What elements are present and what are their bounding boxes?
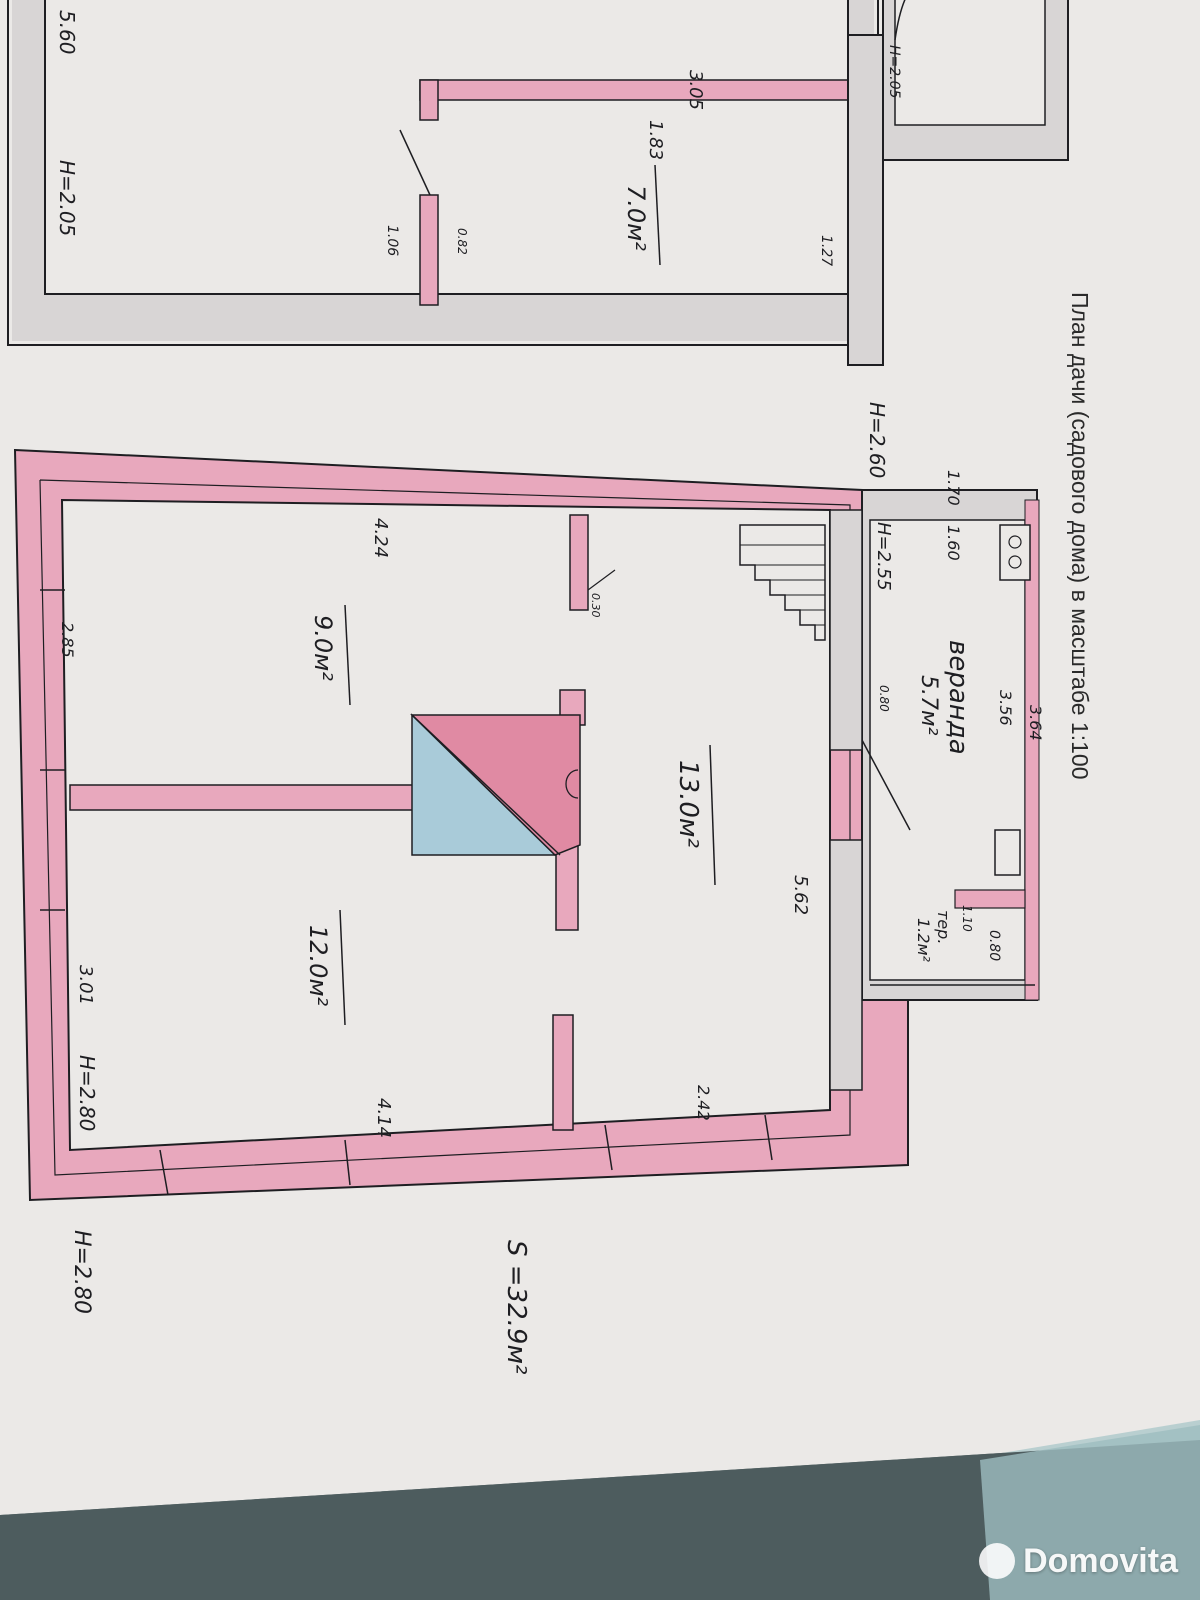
domovita-watermark: Domovita bbox=[979, 1540, 1178, 1582]
annex-partition bbox=[419, 79, 851, 101]
dim-030: 0.30 bbox=[589, 593, 602, 618]
dim-424: 4.24 bbox=[370, 518, 391, 558]
annex-partition-end bbox=[419, 79, 439, 121]
veranda-wall-right bbox=[829, 839, 863, 1091]
dim-356: 3.56 bbox=[996, 690, 1015, 726]
dim-170: 1.70 bbox=[944, 470, 963, 506]
dim-560: 5.60 bbox=[55, 10, 79, 55]
partition-bottom bbox=[552, 1014, 574, 1131]
dim-082: 0.82 bbox=[455, 228, 469, 255]
dim-562: 5.62 bbox=[790, 875, 811, 915]
dim-364: 3.64 bbox=[1026, 705, 1045, 741]
partition-top bbox=[569, 514, 589, 611]
veranda-name-label: веранда bbox=[943, 640, 973, 755]
height-label-280: H=2.80 bbox=[75, 1055, 99, 1131]
height-label-260: H=2.60 bbox=[865, 402, 889, 478]
annex-area-label: 7.0м² bbox=[622, 185, 650, 251]
partition-top-door bbox=[587, 569, 616, 591]
main-house bbox=[13, 448, 1040, 1202]
staircase-steps bbox=[740, 544, 825, 626]
dim-080: 0.80 bbox=[877, 685, 891, 712]
height-label-205: H=2.05 bbox=[55, 160, 79, 236]
plan-title: План дачи (садового дома) в масштабе 1:1… bbox=[1067, 292, 1093, 780]
window-bottom-2 bbox=[344, 1139, 351, 1186]
total-area-label: S =32.9м² bbox=[501, 1240, 531, 1374]
domovita-watermark-text: Domovita bbox=[1023, 1541, 1178, 1580]
staircase bbox=[739, 524, 826, 641]
veranda-door-swing bbox=[861, 739, 911, 831]
hall-area-label: 13.0м² bbox=[673, 760, 703, 848]
room-left-area-label: 9.0м² bbox=[309, 615, 337, 681]
terrace-area-label: 1.2м² bbox=[914, 918, 933, 963]
veranda-area-label: 5.7м² bbox=[916, 675, 941, 736]
dim-080b: 0.80 bbox=[986, 930, 1002, 961]
window-bottom-1 bbox=[159, 1149, 169, 1196]
annex-door-swing bbox=[399, 129, 431, 196]
window-bottom-4 bbox=[764, 1114, 773, 1161]
room-right-area-mark bbox=[339, 909, 346, 1026]
height-label-annex-small: H=2.05 bbox=[886, 45, 902, 99]
domovita-logo-icon bbox=[979, 1543, 1016, 1579]
dim-106: 1.06 bbox=[384, 225, 400, 256]
annex-east-wall bbox=[847, 34, 884, 366]
veranda-step bbox=[994, 829, 1021, 876]
paper-shadow bbox=[0, 1440, 1200, 1600]
stove-burner-1 bbox=[1008, 535, 1022, 549]
veranda-stove bbox=[999, 524, 1031, 581]
dim-127: 1.27 bbox=[818, 235, 834, 266]
stove-door bbox=[565, 769, 579, 799]
stove-burner-2 bbox=[1008, 555, 1022, 569]
room-right-area-label: 12.0м² bbox=[304, 925, 332, 1007]
veranda-outer-wall bbox=[1024, 499, 1040, 1001]
terrace-wall bbox=[954, 889, 1026, 909]
stove-diagonal bbox=[411, 714, 561, 856]
outer-wall-brick-line bbox=[39, 479, 851, 1176]
background-document-strip bbox=[980, 1425, 1200, 1600]
annex-porch-inner bbox=[894, 0, 1046, 126]
stove-red bbox=[410, 714, 581, 856]
annex-area-mark bbox=[654, 164, 661, 266]
dim-301: 3.01 bbox=[75, 965, 96, 1005]
height-label-255: H=2.55 bbox=[873, 522, 894, 591]
annex-block bbox=[7, 0, 1069, 366]
partition-rooms bbox=[69, 784, 416, 811]
dim-285: 2.85 bbox=[58, 622, 77, 658]
dim-160: 1.60 bbox=[944, 525, 963, 561]
annex-porch-door bbox=[894, 0, 906, 41]
height-label-280b: H=2.80 bbox=[69, 1230, 94, 1314]
labels: веранда 5.7м² тер. 1.2м² 13.0м² 9.0м² 12… bbox=[55, 10, 1045, 1374]
dim-183: 1.83 bbox=[645, 120, 666, 160]
annex-partition-lower bbox=[419, 194, 439, 306]
dim-414: 4.14 bbox=[373, 1098, 394, 1138]
dim-110: 1.10 bbox=[960, 905, 974, 932]
dim-305: 3.05 bbox=[685, 70, 706, 110]
room-left-area-mark bbox=[344, 604, 351, 706]
hall-area-mark bbox=[709, 744, 716, 886]
window-bottom-3 bbox=[604, 1124, 613, 1171]
annex-inner bbox=[44, 0, 849, 295]
dim-242: 2.42 bbox=[694, 1085, 713, 1121]
terrace-name-label: тер. bbox=[934, 910, 953, 944]
veranda-wall-left bbox=[829, 509, 863, 751]
